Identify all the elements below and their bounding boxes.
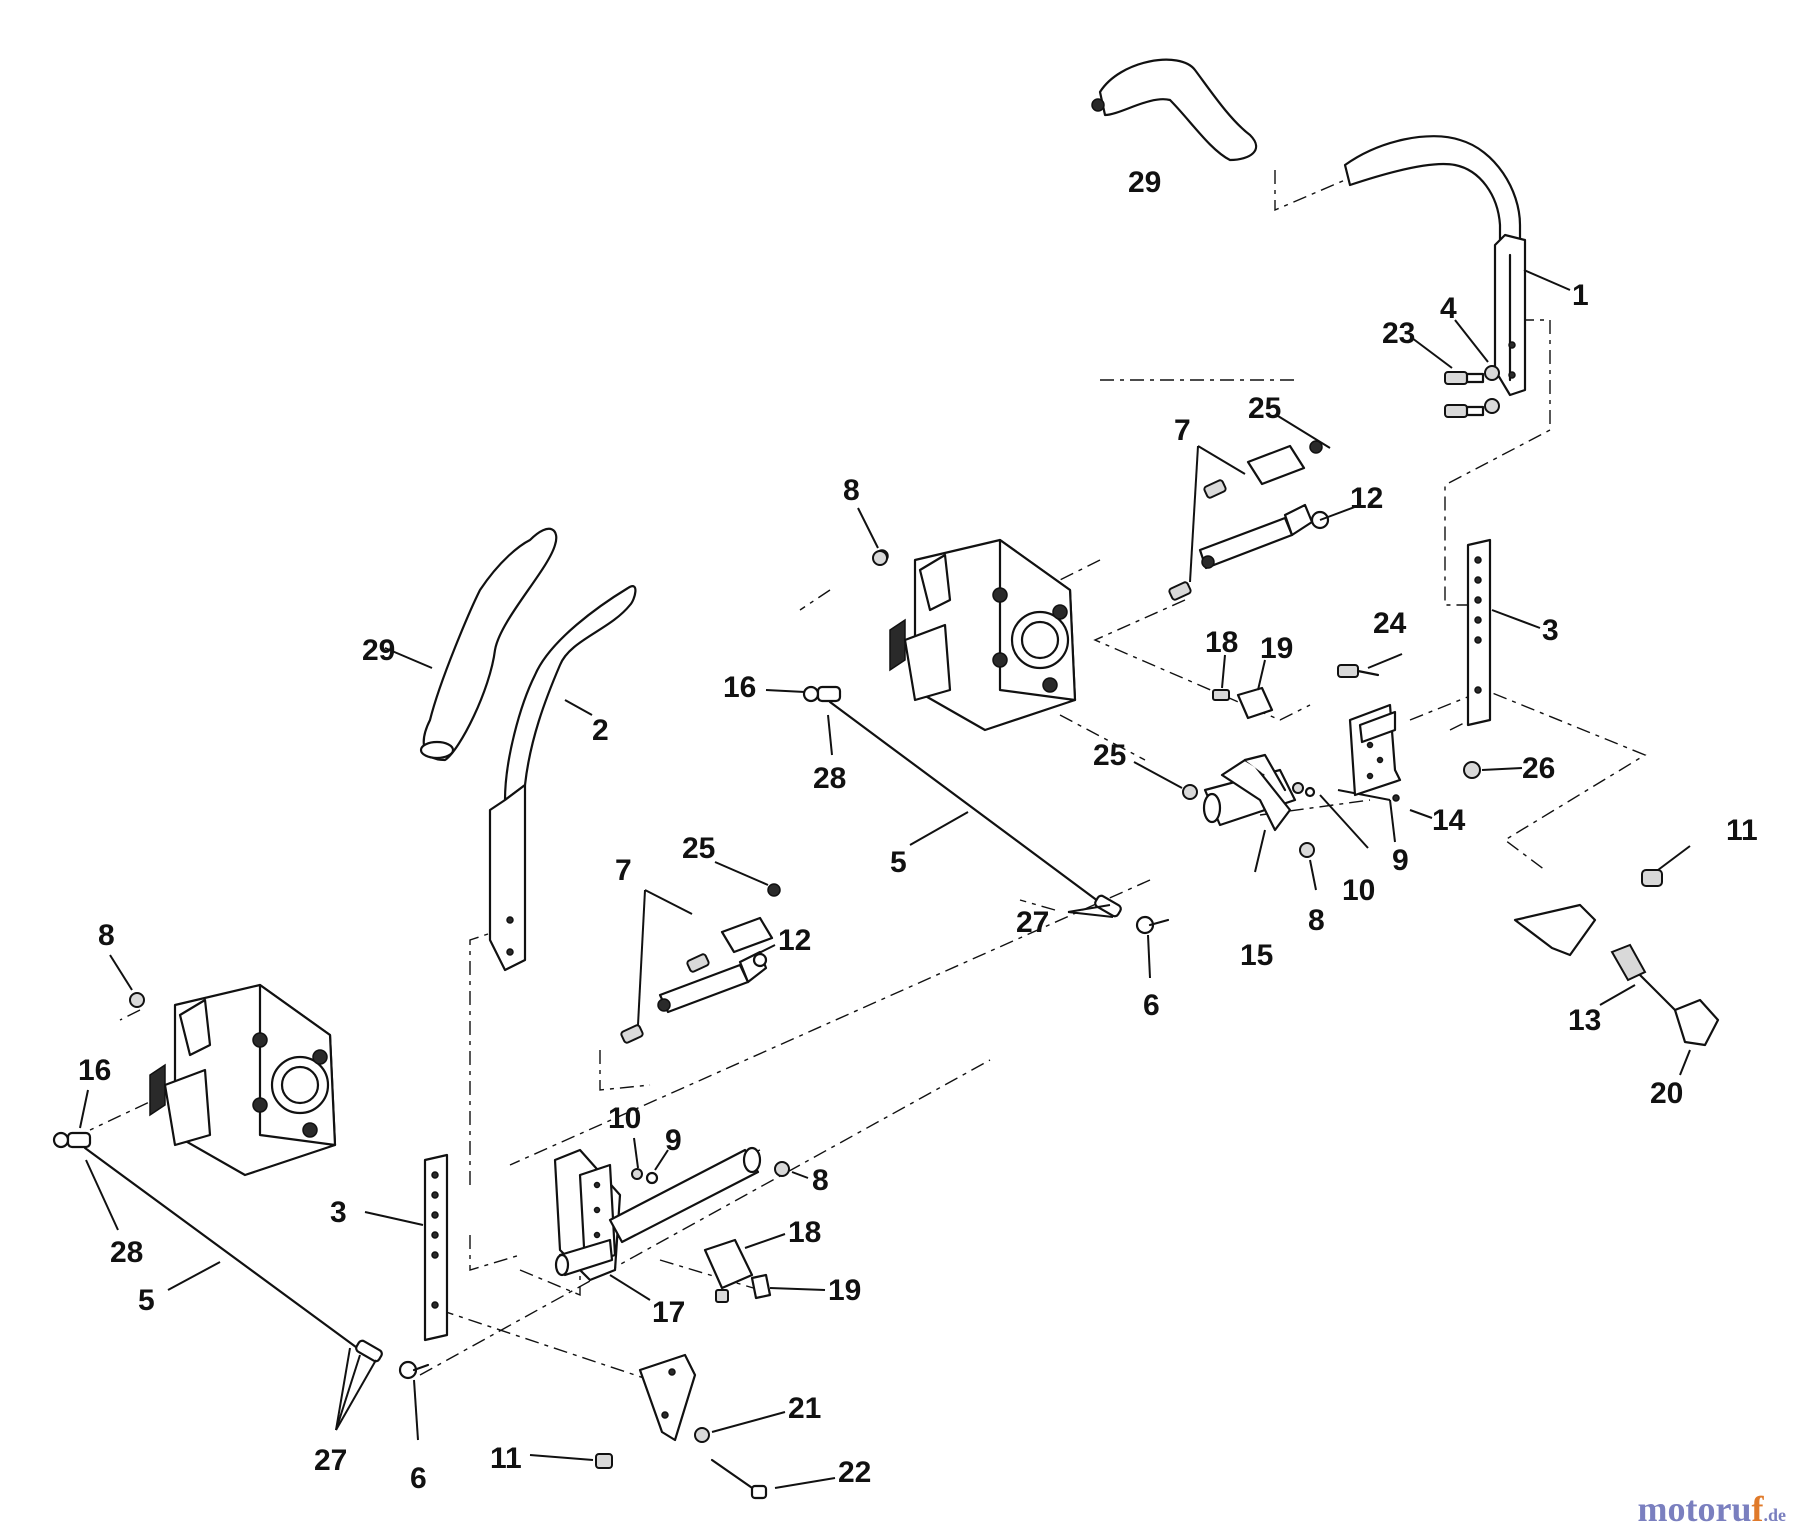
parts-18-19-right [1212, 654, 1274, 720]
parts-18-19-left [703, 1233, 826, 1303]
assembly-lines [89, 170, 1647, 1386]
callout-29: 29 [1128, 166, 1161, 199]
part-14-24-26-right-bracket [1337, 653, 1523, 819]
part-7-12-left-cylinder [620, 861, 781, 1044]
callout-5: 5 [138, 1284, 155, 1317]
part-16-28-5-right-linkage [765, 685, 1170, 979]
callout-1: 1 [1572, 279, 1589, 312]
callout-5: 5 [890, 846, 907, 879]
callout-2: 2 [592, 714, 609, 747]
part-2-left-handle [488, 585, 637, 972]
part-29-right-grip [1091, 58, 1258, 162]
part-8-left-nut [109, 954, 145, 1008]
brand-name-main: motoru [1637, 1489, 1752, 1529]
callout-21: 21 [788, 1392, 821, 1425]
callout-6: 6 [1143, 989, 1160, 1022]
callout-10: 10 [1342, 874, 1375, 907]
part-left-pump [149, 983, 337, 1177]
callout-3: 3 [330, 1196, 347, 1229]
parts-25-8-9-10-right [1133, 761, 1396, 891]
part-8-nut [857, 507, 888, 566]
callout-27: 27 [314, 1444, 347, 1477]
callout-12: 12 [778, 924, 811, 957]
callout-29: 29 [362, 634, 395, 667]
brand-watermark: motoruf.de [1638, 1488, 1786, 1530]
callout-16: 16 [78, 1054, 111, 1087]
part-17-left-pivot [553, 1146, 762, 1301]
part-1-right-handle [1343, 135, 1571, 397]
callout-28: 28 [110, 1236, 143, 1269]
callout-9: 9 [665, 1124, 682, 1157]
callout-9: 9 [1392, 844, 1409, 877]
callout-13: 13 [1568, 1004, 1601, 1037]
callout-25: 25 [682, 832, 715, 865]
callout-26: 26 [1522, 752, 1555, 785]
callout-23: 23 [1382, 317, 1415, 350]
callout-12: 12 [1350, 482, 1383, 515]
parts-23-4-bolts [1411, 319, 1500, 418]
part-3-right-bracket [1466, 538, 1541, 727]
callout-24: 24 [1373, 607, 1407, 640]
callout-7: 7 [615, 854, 632, 887]
parts-11-13-20-right-latch [1513, 845, 1720, 1076]
callout-10: 10 [608, 1102, 641, 1135]
callout-19: 19 [828, 1274, 861, 1307]
callout-labels: 29 1 4 23 25 7 12 8 24 3 18 19 29 16 2 2… [78, 166, 1758, 1495]
brand-name-tld: .de [1763, 1505, 1787, 1525]
callout-28: 28 [813, 762, 846, 795]
callout-18: 18 [1205, 626, 1238, 659]
callout-20: 20 [1650, 1077, 1683, 1110]
callout-25: 25 [1093, 739, 1126, 772]
callout-6: 6 [410, 1462, 427, 1495]
callout-17: 17 [652, 1296, 685, 1329]
part-3-left-bracket [364, 1153, 449, 1342]
callout-14: 14 [1432, 804, 1466, 837]
callout-7: 7 [1174, 414, 1191, 447]
callout-22: 22 [838, 1456, 871, 1489]
callout-27: 27 [1016, 906, 1049, 939]
callout-19: 19 [1260, 632, 1293, 665]
callout-8: 8 [98, 919, 115, 952]
callout-11: 11 [490, 1442, 522, 1475]
part-right-pump [875, 538, 1077, 732]
callout-4: 4 [1440, 292, 1457, 325]
part-29-left-grip [384, 527, 558, 762]
brand-name-accent: f [1751, 1489, 1764, 1529]
callout-8: 8 [843, 474, 860, 507]
callout-25: 25 [1248, 392, 1281, 425]
callout-8: 8 [812, 1164, 829, 1197]
parts-10-9-8-left [631, 1137, 809, 1185]
part-16-28-5-left-linkage [52, 1089, 430, 1441]
part-15-right-pivot [1202, 753, 1297, 873]
callout-15: 15 [1240, 939, 1273, 972]
callout-16: 16 [723, 671, 756, 704]
callout-18: 18 [788, 1216, 821, 1249]
callout-11: 11 [1726, 814, 1758, 847]
callout-3: 3 [1542, 614, 1559, 647]
callout-8: 8 [1308, 904, 1325, 937]
part-7-12-right-cylinder [1168, 415, 1361, 601]
parts-11-21-22-left-latch [529, 1353, 836, 1500]
